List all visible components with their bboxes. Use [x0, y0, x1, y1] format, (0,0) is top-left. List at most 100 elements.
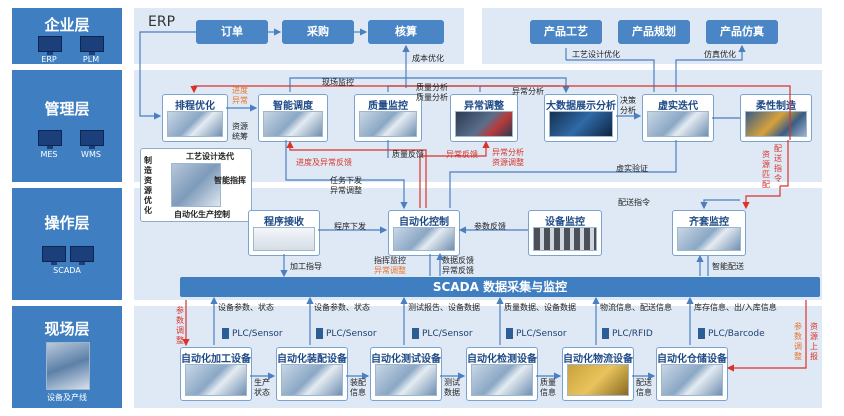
logistics-device-image — [567, 364, 629, 396]
assembly-device-image — [281, 364, 343, 396]
product-planning-button[interactable]: 产品规划 — [618, 20, 690, 44]
label-assembly-1: 装配 — [350, 378, 366, 387]
scada-system-label: SCADA — [53, 266, 81, 275]
label-anomaly-report: 异常 — [232, 96, 248, 105]
scada-computer-icon — [42, 246, 66, 265]
label-param-feedback: 参数反馈 — [474, 222, 506, 231]
quality-monitoring-module[interactable]: 质量监控 — [354, 94, 422, 142]
label-params-2: 设备参数、状态 — [314, 303, 370, 312]
label-prod-status-1: 生产 — [254, 378, 270, 387]
smart-dispatch-module[interactable]: 智能调度 — [258, 94, 328, 142]
label-param-adjust-2: 参数调整 — [794, 322, 802, 361]
kitting-monitoring-image — [677, 227, 741, 251]
smart-dispatch-image — [263, 111, 323, 137]
label-anomaly-adjust-2: 异常调整 — [374, 266, 406, 275]
purchase-button[interactable]: 采购 — [282, 20, 354, 44]
label-quality-analysis-1: 质量分析 — [416, 83, 448, 92]
plc-icon — [602, 328, 609, 339]
flexible-manufacturing-module[interactable]: 柔性制造 — [740, 94, 812, 142]
scheduling-optimization-image — [167, 111, 223, 137]
label-dispatch-cmd-1: 配送指令 — [618, 198, 650, 207]
program-receive-title: 程序接收 — [264, 217, 304, 228]
enterprise-layer: 企业层 ERP PLM — [12, 8, 122, 64]
label-resource-1: 资源 — [232, 122, 248, 131]
inset-auto-control: 自动化生产控制 — [174, 210, 230, 219]
label-resource-adjust: 资源调整 — [492, 158, 524, 167]
plc-label: PLC/RFID — [612, 329, 653, 339]
plc-icon — [506, 328, 513, 339]
inspection-device[interactable]: 自动化检测设备 — [466, 347, 538, 401]
plc-label: PLC/Sensor — [422, 329, 473, 339]
inset-process-iteration: 工艺设计迭代 — [186, 152, 234, 161]
label-anomaly-analysis-top: 异常分析 — [512, 87, 544, 96]
storage-device-image — [661, 364, 723, 396]
plc-sensor-1: PLC/Sensor — [222, 328, 283, 339]
machining-device[interactable]: 自动化加工设备 — [180, 347, 252, 401]
label-test-report: 测试报告、设备数据 — [408, 303, 480, 312]
plc-icon — [316, 328, 323, 339]
anomaly-adjustment-module[interactable]: 异常调整 — [450, 94, 518, 142]
label-anomaly-analysis: 异常分析 — [492, 148, 524, 157]
storage-device[interactable]: 自动化仓储设备 — [656, 347, 728, 401]
product-process-button[interactable]: 产品工艺 — [530, 20, 602, 44]
label-test-1: 测试 — [444, 378, 460, 387]
label-params-1: 设备参数、状态 — [218, 303, 274, 312]
label-quality-analysis-2: 质量分析 — [416, 93, 448, 102]
plc-icon — [698, 328, 705, 339]
plc-rfid: PLC/RFID — [602, 328, 653, 339]
workshop-inset — [140, 148, 252, 222]
workshop-3d-image — [171, 163, 221, 207]
label-resource-report: 资源上报 — [810, 322, 818, 361]
testing-device-image — [375, 364, 437, 396]
kitting-monitoring-module[interactable]: 齐套监控 — [672, 210, 746, 256]
automation-control-title: 自动化控制 — [399, 217, 449, 228]
program-receive-module[interactable]: 程序接收 — [248, 210, 320, 256]
big-data-analysis-image — [549, 111, 613, 137]
label-dispatch-cmd-2: 配送指令 — [774, 144, 782, 183]
label-assembly-2: 信息 — [350, 388, 366, 397]
wms-computer-icon — [80, 130, 104, 149]
label-prod-status-2: 状态 — [254, 388, 270, 397]
storage-device-title: 自动化仓储设备 — [657, 354, 727, 365]
scheduling-optimization-module[interactable]: 排程优化 — [162, 94, 228, 142]
equipment-monitoring-title: 设备监控 — [545, 217, 585, 228]
wms-system-label: WMS — [81, 150, 101, 159]
label-virtual-verify: 虚实验证 — [616, 164, 648, 173]
assembly-device[interactable]: 自动化装配设备 — [276, 347, 348, 401]
label-param-adjust: 参数调整 — [176, 306, 184, 345]
management-layer: 管理层 MES WMS — [12, 70, 122, 182]
erp-system-label: ERP — [41, 55, 57, 64]
anomaly-adjustment-title: 异常调整 — [464, 101, 504, 112]
flexible-manufacturing-image — [745, 111, 807, 137]
big-data-analysis-title: 大数据展示分析 — [546, 101, 616, 112]
automation-control-module[interactable]: 自动化控制 — [388, 210, 460, 256]
anomaly-adjustment-image — [455, 111, 513, 137]
equipment-monitoring-module[interactable]: 设备监控 — [528, 210, 602, 256]
erp-computer-icon — [38, 36, 62, 55]
plc-label: PLC/Barcode — [708, 329, 765, 339]
label-resource-config: 资源匹配 — [762, 150, 770, 189]
erp-label: ERP — [148, 14, 176, 30]
assembly-device-title: 自动化装配设备 — [277, 354, 347, 365]
label-command-monitor: 指挥监控 — [374, 256, 406, 265]
accounting-button[interactable]: 核算 — [368, 20, 444, 44]
scada-bar: SCADA 数据采集与监控 — [180, 277, 820, 297]
label-program-dispatch: 程序下发 — [334, 222, 366, 231]
inspection-device-image — [471, 364, 533, 396]
label-data-feedback: 数据反馈 — [442, 256, 474, 265]
virtual-real-iteration-module[interactable]: 虚实迭代 — [642, 94, 714, 142]
plc-icon — [222, 328, 229, 339]
logistics-device[interactable]: 自动化物流设备 — [562, 347, 634, 401]
order-button[interactable]: 订单 — [196, 20, 268, 44]
label-anomaly-adjust: 异常调整 — [330, 186, 362, 195]
product-simulation-button[interactable]: 产品仿真 — [706, 20, 778, 44]
virtual-real-iteration-title: 虚实迭代 — [658, 101, 698, 112]
flexible-manufacturing-title: 柔性制造 — [756, 101, 796, 112]
big-data-analysis-module[interactable]: 大数据展示分析 — [544, 94, 618, 142]
plc-icon — [412, 328, 419, 339]
testing-device[interactable]: 自动化测试设备 — [370, 347, 442, 401]
enterprise-layer-title: 企业层 — [44, 16, 90, 34]
scheduling-optimization-title: 排程优化 — [175, 101, 215, 112]
label-anomaly-feedback: 异常反馈 — [446, 150, 478, 159]
plc-barcode: PLC/Barcode — [698, 328, 765, 339]
